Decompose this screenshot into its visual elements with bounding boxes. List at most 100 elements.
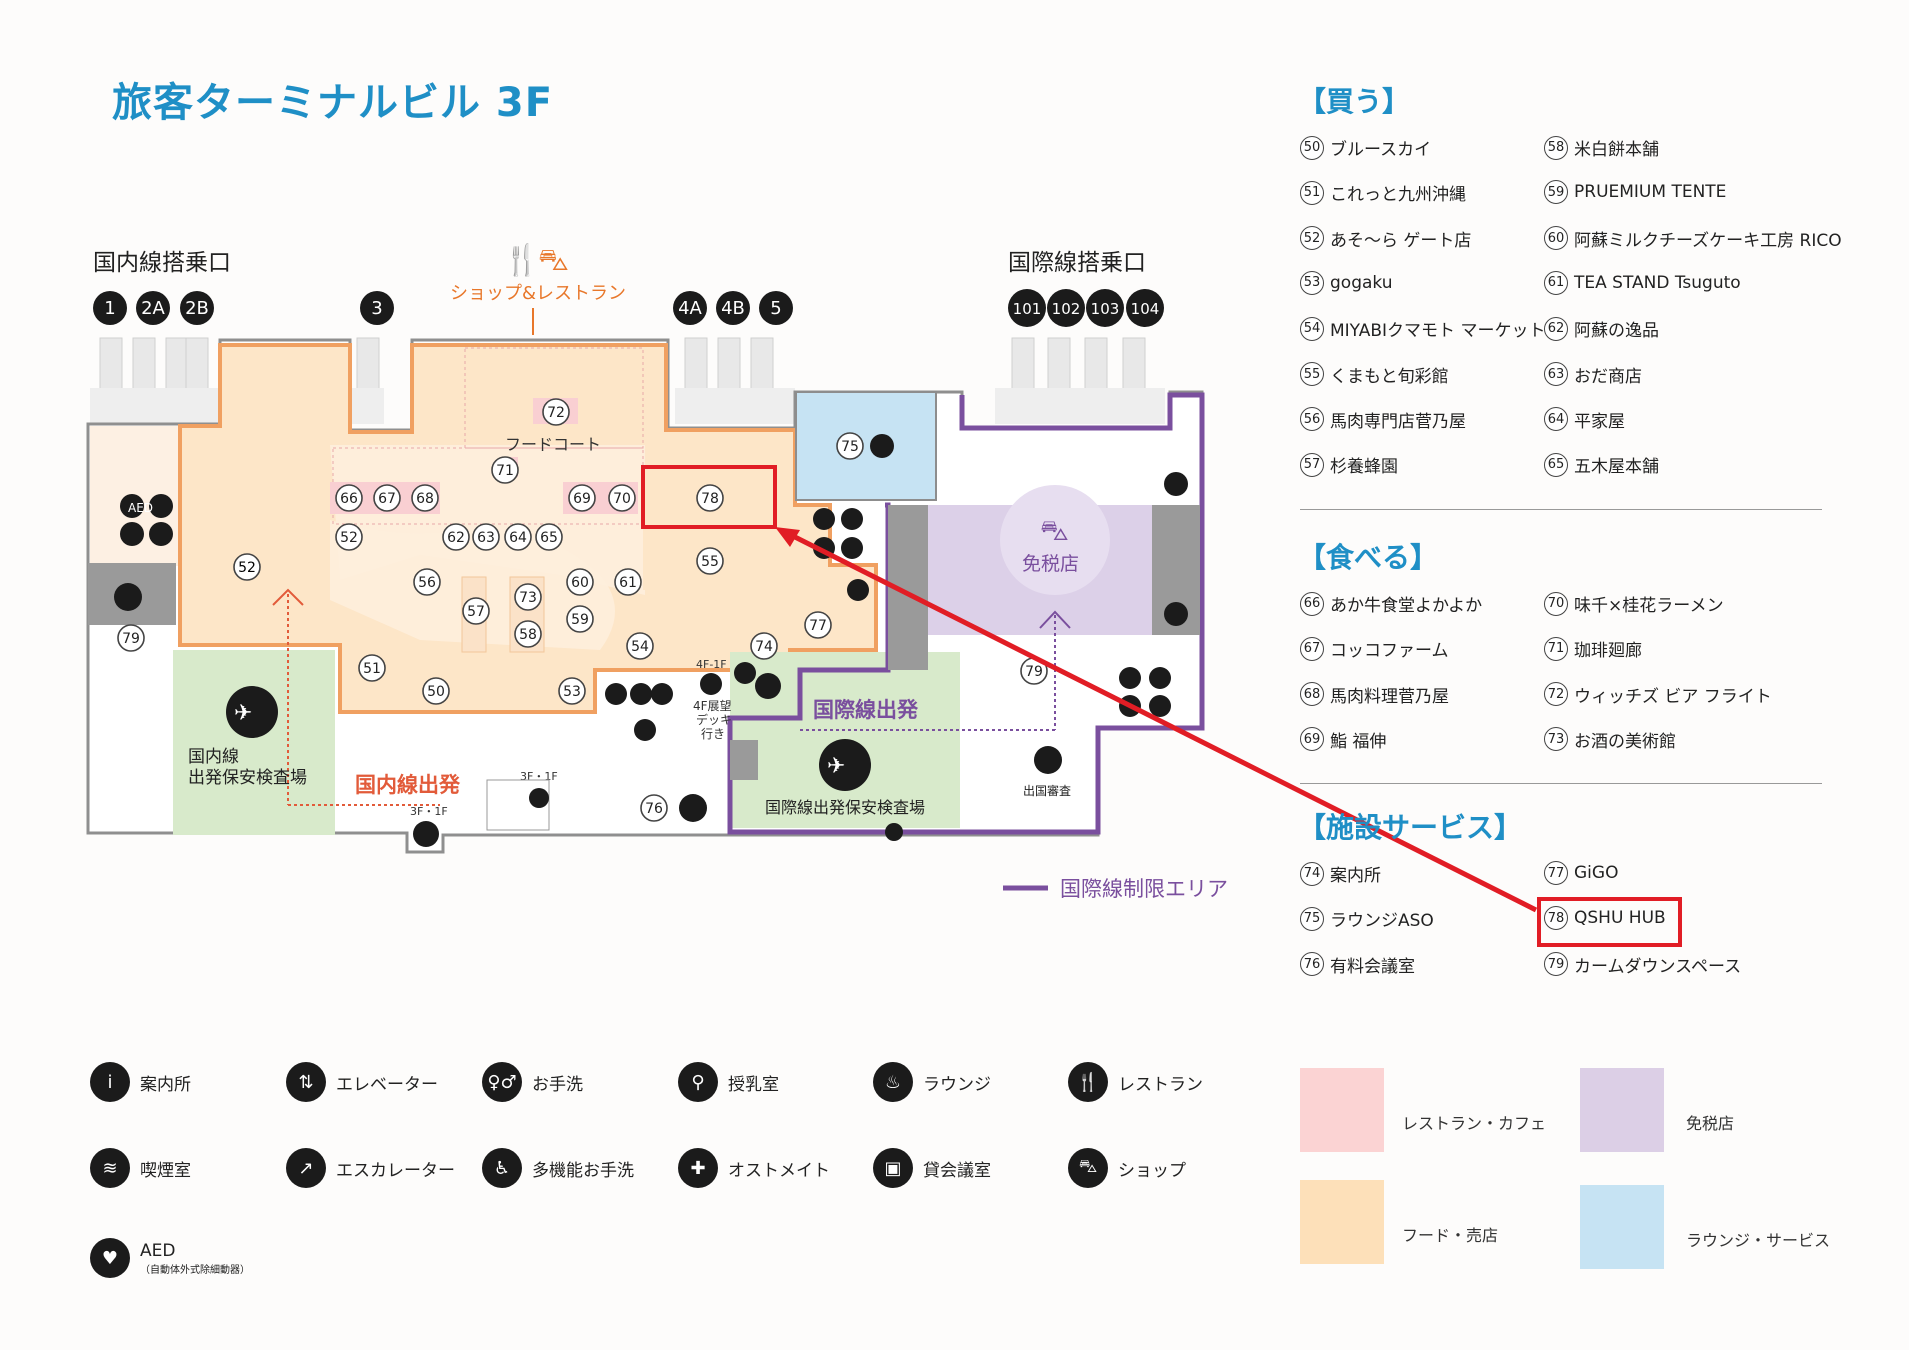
directory-item-number: 69 — [1300, 727, 1324, 752]
directory-item-number: 78 — [1544, 906, 1568, 931]
international-security-label: 国際線出発保安検査場 — [765, 798, 925, 817]
gate-1 — [93, 291, 127, 325]
info-icon — [755, 673, 781, 699]
marker-label: 64 — [509, 530, 527, 546]
restaurant-icon: 🍴 — [1068, 1062, 1108, 1102]
marker-label: 61 — [619, 575, 637, 591]
marker-label: 60 — [571, 575, 589, 591]
directory-item-name: これっと九州沖縄 — [1330, 185, 1466, 206]
ostomate-icon-4 — [630, 683, 652, 705]
legend-label: 授乳室 — [728, 1074, 779, 1095]
marker-label: 70 — [613, 491, 631, 507]
marker-67 — [373, 484, 401, 512]
directory-item-number: 54 — [1300, 316, 1324, 341]
area-label: フード・売店 — [1402, 1226, 1499, 1245]
directory-item-name: あか牛食堂よかよか — [1330, 596, 1483, 616]
area-swatch — [1300, 1180, 1384, 1264]
domestic-gate-label: 国内線搭乗口 — [93, 250, 231, 276]
legend-label: ラウンジ — [923, 1074, 991, 1095]
marker-label: 56 — [418, 575, 436, 591]
marker-label: 62 — [447, 530, 465, 546]
directory-item-name: 味千×桂花ラーメン — [1574, 596, 1724, 616]
elevator-icon-2 — [700, 673, 722, 695]
directory-item-number: 56 — [1300, 407, 1324, 432]
marker-label: 52 — [340, 530, 358, 546]
marker-62 — [442, 523, 470, 551]
directory-item-number: 74 — [1300, 861, 1324, 886]
gate-103 — [1086, 289, 1124, 327]
directory-item-number: 71 — [1544, 636, 1568, 661]
marker-label: 75 — [841, 439, 859, 455]
directory-item-number: 66 — [1300, 591, 1324, 616]
marker-64 — [504, 523, 532, 551]
marker-52 — [335, 523, 363, 551]
aed-icon-2 — [1164, 472, 1188, 496]
marker-label: 77 — [809, 618, 827, 634]
duty-free-label: 免税店 — [1022, 553, 1079, 575]
marker-label: 59 — [571, 612, 589, 628]
domestic-departure-icon — [226, 686, 278, 738]
marker-78 — [696, 484, 724, 512]
gate-label: 103 — [1091, 300, 1120, 318]
directory-item: 66 あか牛食堂よかよか — [1300, 591, 1482, 616]
directory-item-name: 阿蘇ミルクチーズケーキ工房 RICO — [1574, 230, 1842, 251]
directory-item-name: 平家屋 — [1574, 411, 1625, 432]
directory-item-number: 79 — [1544, 952, 1568, 977]
legend-label: オストメイト — [728, 1160, 830, 1181]
marker-70 — [608, 484, 636, 512]
directory-item-name: おだ商店 — [1574, 366, 1642, 387]
legend-item: ♿多機能お手洗 — [482, 1148, 634, 1188]
marker-label: 63 — [477, 530, 495, 546]
food-court-label: フードコート — [505, 435, 601, 454]
marker-label: 50 — [427, 684, 445, 700]
highlight-arrowhead — [775, 527, 800, 547]
aed-icon-3 — [734, 662, 756, 684]
directory-item-number: 53 — [1300, 270, 1324, 295]
marker-label: 54 — [631, 639, 649, 655]
marker-56 — [413, 568, 441, 596]
directory-item-name: くまもと旬彩館 — [1330, 366, 1449, 387]
directory-item-name: 米白餅本舗 — [1574, 140, 1659, 160]
escalator-icon — [529, 788, 549, 808]
marker-71 — [491, 456, 519, 484]
legend-label: 喫煙室 — [140, 1160, 191, 1181]
legend-item: ⇅エレベーター — [286, 1062, 438, 1102]
area-label: ラウンジ・サービス — [1686, 1231, 1831, 1250]
marker-72 — [542, 398, 570, 426]
directory-item-number: 75 — [1300, 906, 1324, 931]
legend-item: ♀♂お手洗 — [482, 1062, 583, 1102]
area-label: 免税店 — [1686, 1114, 1735, 1133]
directory-item-number: 61 — [1544, 270, 1568, 295]
legend-item: ♥AED（自動体外式除細動器） — [90, 1238, 250, 1278]
directory-item-name: カームダウンスペース — [1574, 956, 1742, 977]
directory-item-name: 阿蘇の逸品 — [1574, 321, 1659, 342]
legend-item: 🍴レストラン — [1068, 1062, 1203, 1102]
section-heading: 【施設サービス】 — [1298, 811, 1523, 844]
directory-item: 79 カームダウンスペース — [1544, 952, 1741, 977]
marker-label: 52 — [238, 560, 256, 576]
directory-item-name: 鮨 福伸 — [1330, 731, 1387, 752]
legend-label: ショップ — [1118, 1160, 1186, 1181]
directory-item-name: 珈琲廻廊 — [1574, 641, 1642, 662]
restroom-icon-4 — [605, 683, 627, 705]
marker-65 — [535, 523, 563, 551]
restroom-icon: ♀♂ — [482, 1062, 522, 1102]
marker-label: 74 — [755, 639, 773, 655]
directory-item-name: 五木屋本舗 — [1574, 457, 1659, 478]
legend-label: 案内所 — [140, 1074, 191, 1095]
directory-item-name: ブルースカイ — [1330, 140, 1432, 160]
gate-label: 101 — [1013, 300, 1042, 318]
